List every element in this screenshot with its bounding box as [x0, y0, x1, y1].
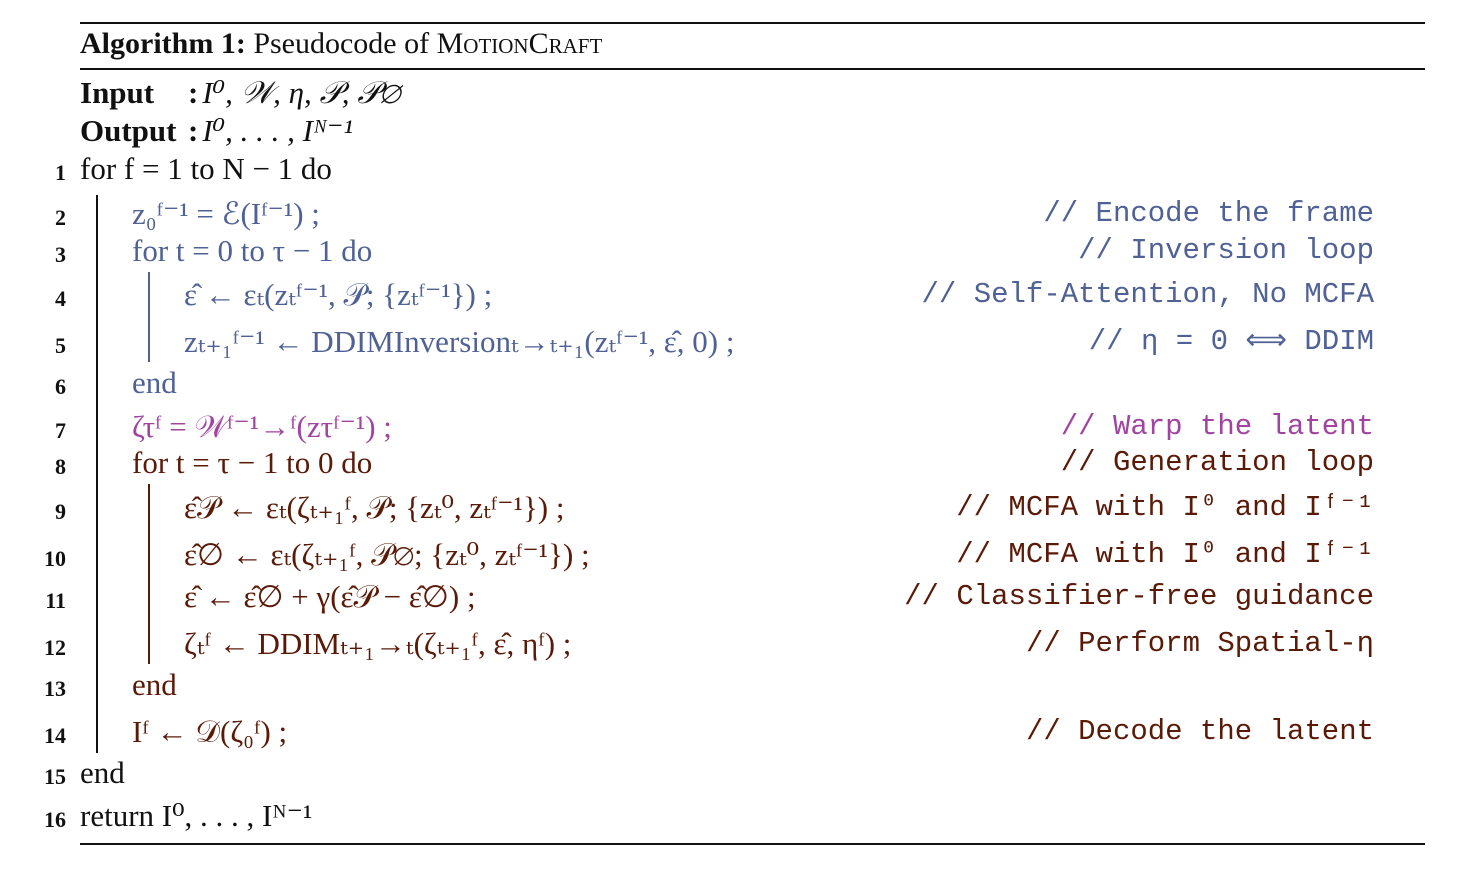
top-rule	[80, 22, 1425, 24]
line-number: 13	[44, 676, 66, 701]
input-value: I⁰, 𝒲, η, 𝒫, 𝒫∅	[202, 75, 401, 110]
line-8-comment: // Generation loop	[1060, 446, 1374, 479]
line-number: 8	[55, 454, 66, 479]
line-number: 3	[55, 242, 66, 267]
output-value: I⁰, . . . , Iᴺ⁻¹	[202, 113, 353, 148]
line-13-code: end	[132, 667, 177, 702]
line-8-code: for t = τ − 1 to 0 do	[132, 445, 373, 480]
input-row: Input:I⁰, 𝒲, η, 𝒫, 𝒫∅	[80, 75, 401, 110]
line-12-comment: // Perform Spatial-η	[1025, 627, 1374, 660]
line-11-comment: // Classifier-free guidance	[904, 580, 1374, 613]
line-5-comment: // η = 0 ⟺ DDIM	[1088, 325, 1374, 358]
input-keyword: Input	[80, 75, 155, 110]
algorithm-label: Algorithm 1:	[80, 27, 246, 60]
algorithm-title-prefix: Pseudocode of	[253, 27, 437, 60]
line-number: 2	[55, 205, 66, 230]
outer-loop-bar	[96, 195, 98, 753]
output-keyword: Output	[80, 113, 177, 148]
line-10-comment: // MCFA with I⁰ and Iᶠ⁻¹	[956, 538, 1374, 571]
line-1-code: for f = 1 to N − 1 do	[80, 151, 332, 186]
line-2-code: z₀ᶠ⁻¹ = ℰ(Iᶠ⁻¹) ;	[132, 196, 320, 231]
line-number: 11	[45, 588, 66, 613]
inversion-loop-bar	[148, 272, 150, 362]
line-number: 7	[55, 418, 66, 443]
line-9-code: ε̂𝒫 ← εₜ(ζₜ₊₁ᶠ, 𝒫; {zₜ⁰, zₜᶠ⁻¹}) ;	[184, 490, 565, 525]
line-number: 4	[55, 286, 66, 311]
line-number: 1	[55, 160, 66, 185]
line-number: 6	[55, 374, 66, 399]
line-number: 5	[55, 333, 66, 358]
header-rule	[80, 68, 1425, 70]
line-14-comment: // Decode the latent	[1025, 715, 1374, 748]
line-4-comment: // Self-Attention, No MCFA	[921, 278, 1374, 311]
line-12-code: ζₜᶠ ← DDIMₜ₊₁→ₜ(ζₜ₊₁ᶠ, ε̂, ηᶠ) ;	[184, 626, 572, 661]
line-2-comment: // Encode the frame	[1043, 197, 1374, 230]
line-number: 15	[44, 764, 66, 789]
line-5-code: zₜ₊₁ᶠ⁻¹ ← DDIMInversionₜ→ₜ₊₁(zₜᶠ⁻¹, ε̂, …	[184, 324, 735, 359]
line-3-code: for t = 0 to τ − 1 do	[132, 233, 373, 268]
line-6-code: end	[132, 365, 177, 400]
line-7-comment: // Warp the latent	[1060, 410, 1374, 443]
line-15-code: end	[80, 755, 125, 790]
generation-loop-bar	[148, 484, 150, 664]
algorithm-title: Algorithm 1: Pseudocode of MotionCraft	[80, 27, 602, 61]
line-3-comment: // Inversion loop	[1078, 234, 1374, 267]
line-7-code: ζτᶠ = 𝒲ᶠ⁻¹→ᶠ(zτᶠ⁻¹) ;	[132, 409, 392, 444]
algorithm-name: MotionCraft	[436, 27, 603, 60]
line-number: 16	[44, 807, 66, 832]
line-9-comment: // MCFA with I⁰ and Iᶠ⁻¹	[956, 491, 1374, 524]
line-16-code: return I⁰, . . . , Iᴺ⁻¹	[80, 798, 313, 833]
line-4-code: ε̂ ← εₜ(zₜᶠ⁻¹, 𝒫; {zₜᶠ⁻¹}) ;	[184, 277, 493, 312]
line-11-code: ε̂ ← ε̂∅ + γ(ε̂𝒫 − ε̂∅) ;	[184, 579, 476, 614]
line-14-code: Iᶠ ← 𝒟(ζ₀ᶠ) ;	[132, 714, 288, 749]
line-number: 10	[44, 546, 66, 571]
bottom-rule	[80, 843, 1425, 845]
line-10-code: ε̂∅ ← εₜ(ζₜ₊₁ᶠ, 𝒫∅; {zₜ⁰, zₜᶠ⁻¹}) ;	[184, 537, 590, 572]
line-number: 12	[44, 635, 66, 660]
output-row: Output:I⁰, . . . , Iᴺ⁻¹	[80, 113, 353, 148]
line-number: 14	[44, 723, 66, 748]
line-number: 9	[55, 499, 66, 524]
